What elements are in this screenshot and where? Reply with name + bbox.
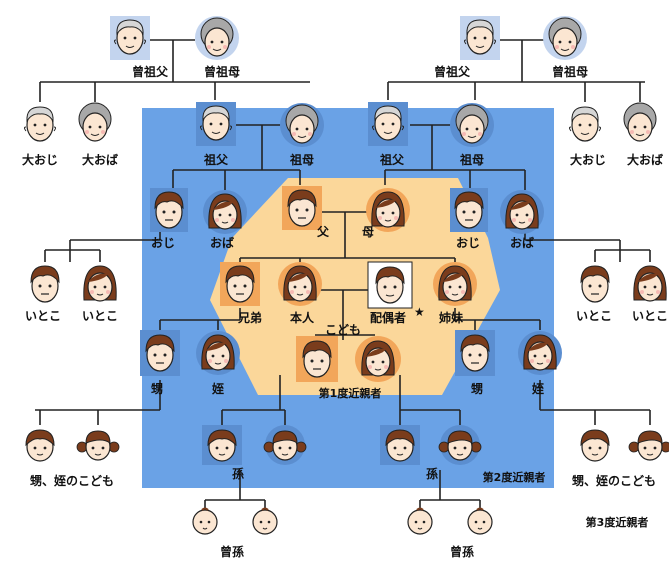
portrait-grandfather-right [368, 102, 408, 146]
portrait-nephew-niece-child-2-left [76, 430, 120, 461]
portrait-grandmother-right [450, 103, 494, 147]
portrait-cousin-2-right [633, 265, 667, 302]
portrait-great-grandmother-right [543, 16, 587, 60]
label-great-grandfather-left: 曾祖父 [132, 64, 169, 79]
label-nephew-right: 甥 [471, 382, 483, 396]
portrait-cousin-1-left [30, 265, 60, 303]
label-great-grandmother-right: 曾祖母 [552, 64, 588, 79]
label-niece-left: 姪 [211, 381, 224, 396]
label-great-grandfather-right: 曾祖父 [434, 64, 471, 79]
label-nephew-niece-children-right: 甥、姪のこども [572, 473, 656, 488]
label-grandchild-right: 孫 [426, 466, 438, 481]
portrait-grandchild-girl-right [438, 425, 482, 465]
portrait-grand-uncle-right [568, 106, 602, 142]
portrait-niece-right [518, 331, 562, 375]
portrait-great-grandchild-1-left [192, 507, 218, 535]
zone-label-first-degree: 第1度近親者 [319, 386, 382, 400]
portrait-father [282, 186, 322, 230]
portrait-great-grandfather-right [460, 16, 500, 60]
portrait-great-grandmother-left [195, 16, 239, 60]
label-nephew-left: 甥 [151, 382, 163, 396]
portrait-aunt-right [500, 190, 544, 234]
portrait-grandmother-left [280, 103, 324, 147]
label-aunt-right: おば [510, 235, 534, 250]
zone-label-second-degree: 第2度近親者 [483, 470, 546, 484]
label-grandfather-right: 祖父 [379, 152, 405, 167]
portrait-aunt-left [203, 190, 247, 234]
label-great-grandmother-left: 曾祖母 [204, 64, 240, 79]
portrait-nephew-right [455, 330, 495, 376]
portrait-great-grandchild-1-right [407, 507, 433, 535]
label-spouse: 配偶者 [370, 310, 406, 325]
first-degree-zone [210, 178, 500, 395]
label-father: 父 [316, 225, 330, 239]
portrait-child-girl [355, 336, 401, 382]
label-grandmother-left: 祖母 [289, 152, 314, 167]
zone-label-third-degree: 第3度近親者 [586, 515, 649, 529]
label-mother: 母 [362, 225, 374, 239]
label-cousin-1-left: いとこ [25, 309, 61, 323]
label-sister: 姉妹 [439, 310, 464, 325]
label-uncle-left: おじ [151, 236, 175, 250]
portrait-uncle-right [450, 188, 488, 232]
portrait-nephew-niece-child-2-right [628, 430, 669, 461]
label-aunt-left: おば [210, 235, 234, 250]
portrait-cousin-2-left [83, 265, 117, 302]
portrait-grand-aunt-left [78, 102, 112, 142]
label-grand-aunt-left: 大おば [82, 152, 118, 167]
label-uncle-right: おじ [456, 236, 480, 250]
label-brother: 兄弟 [237, 310, 262, 325]
portrait-grandfather-left [196, 102, 236, 146]
portrait-grandchild-boy-left [202, 425, 242, 465]
label-nephew-niece-children-left: 甥、姪のこども [30, 473, 114, 488]
label-spouse-mark: ★ [414, 305, 425, 319]
portrait-nephew-niece-child-1-right [580, 429, 610, 462]
portrait-cousin-1-right [580, 265, 610, 303]
label-self: 本人 [290, 310, 315, 325]
label-grandmother-right: 祖母 [459, 152, 484, 167]
portrait-great-grandchild-2-right [467, 507, 493, 535]
portrait-great-grandchild-2-left [252, 507, 278, 535]
label-cousin-2-right: いとこ [632, 309, 668, 323]
label-niece-right: 姪 [531, 381, 544, 396]
portrait-self [278, 262, 322, 306]
portrait-nephew-left [140, 330, 180, 376]
portrait-child-boy [296, 336, 338, 382]
label-grandchild-left: 孫 [232, 466, 244, 481]
relationship-lines [35, 39, 651, 508]
portrait-spouse [367, 261, 413, 309]
portrait-uncle-left [150, 188, 188, 232]
portrait-nephew-niece-child-1-left [25, 429, 55, 462]
label-grandfather-left: 祖父 [203, 152, 229, 167]
portrait-grand-uncle-left [23, 106, 57, 142]
portrait-great-grandfather-left [110, 16, 150, 60]
portrait-grandchild-boy-right [380, 425, 420, 465]
portrait-mother [366, 188, 410, 232]
portrait-grandchild-girl-left [263, 425, 307, 465]
label-grand-uncle-right: 大おじ [570, 152, 606, 167]
label-cousin-2-left: いとこ [82, 309, 118, 323]
portrait-niece-left [196, 331, 240, 375]
portrait-sister [433, 262, 477, 306]
portrait-brother [220, 262, 260, 306]
label-grand-uncle-left: 大おじ [22, 152, 58, 167]
label-cousin-1-right: いとこ [576, 309, 612, 323]
label-great-grandchild-left: 曾孫 [220, 544, 244, 559]
label-great-grandchild-right: 曾孫 [450, 544, 474, 559]
portrait-grand-aunt-right [623, 102, 657, 142]
label-children: こども [325, 323, 361, 337]
label-grand-aunt-right: 大おば [627, 152, 663, 167]
